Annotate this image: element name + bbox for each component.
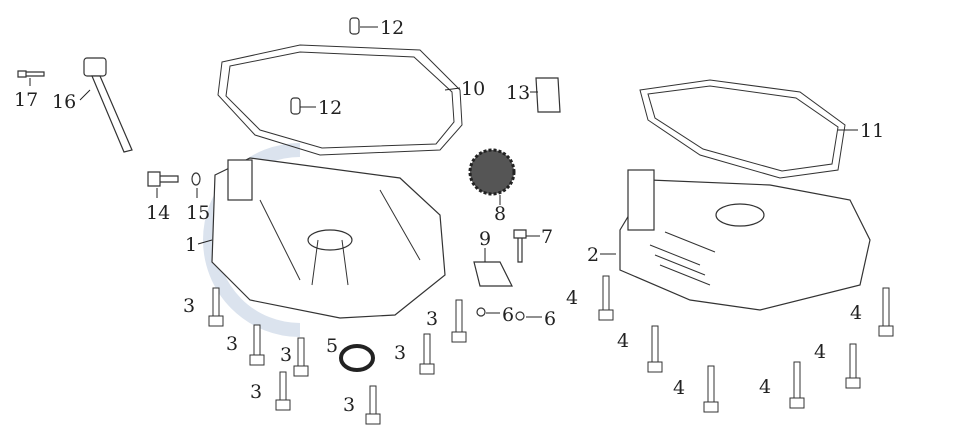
bolt-shaft	[253, 324, 261, 356]
label-5: 5	[326, 335, 338, 357]
label-3-g: 3	[343, 394, 355, 416]
bolt-shaft	[602, 275, 610, 311]
bolt-head	[647, 361, 663, 373]
part-6b	[515, 311, 525, 321]
label-11: 11	[860, 120, 884, 142]
bolt-shaft	[882, 287, 890, 327]
bolt-head	[598, 309, 614, 321]
bolt-head	[365, 413, 381, 425]
oil-seal-5	[339, 344, 375, 372]
pin-12a	[349, 17, 360, 35]
gasket-10-inner	[225, 51, 455, 149]
label-4-d: 4	[759, 376, 771, 398]
label-10: 10	[461, 78, 485, 100]
callout-labels: 17 16 12 10 12 13 11 14 15 1 8 7 9 2 4 3…	[14, 17, 884, 416]
label-4-c: 4	[673, 377, 685, 399]
gasket-11-inner	[647, 85, 839, 172]
label-12-top: 12	[380, 17, 404, 39]
label-9: 9	[479, 228, 491, 250]
gasket-11	[639, 79, 846, 179]
label-3-e: 3	[426, 308, 438, 330]
bolt-shaft	[455, 299, 463, 333]
label-17: 17	[14, 89, 38, 111]
label-4-e: 4	[814, 341, 826, 363]
label-3-c: 3	[280, 344, 292, 366]
label-4-b: 4	[617, 330, 629, 352]
label-8: 8	[494, 203, 506, 225]
label-2: 2	[587, 244, 599, 266]
label-16: 16	[52, 91, 76, 113]
pin-12b	[290, 97, 301, 115]
crankcase-cover-1	[211, 157, 446, 319]
label-15: 15	[186, 202, 210, 224]
label-7: 7	[541, 226, 553, 248]
label-3-d: 3	[394, 342, 406, 364]
bolt-shaft	[297, 337, 305, 367]
bolt-shaft	[212, 287, 220, 317]
bolt-head	[419, 363, 435, 375]
label-6-a: 6	[502, 304, 514, 326]
label-13: 13	[506, 82, 530, 104]
label-3-a: 3	[183, 295, 195, 317]
gasket-10	[217, 44, 463, 156]
bolt-shaft	[849, 343, 857, 379]
bolt-shaft	[707, 365, 715, 403]
bolt-shaft	[651, 325, 659, 363]
crankcase-2	[619, 169, 871, 311]
label-1: 1	[185, 234, 197, 256]
part-6a	[476, 307, 486, 317]
bolt-head	[293, 365, 309, 377]
label-3-b: 3	[226, 333, 238, 355]
bolt-17	[17, 70, 45, 78]
label-6-b: 6	[544, 308, 556, 330]
label-14: 14	[146, 202, 170, 224]
bolt-14	[147, 171, 179, 187]
dipstick-16	[83, 57, 133, 153]
bolt-shaft	[423, 333, 431, 365]
bolt-head	[208, 315, 224, 327]
bolt-head	[878, 325, 894, 337]
gear-8	[468, 148, 516, 196]
bolt-shaft	[279, 371, 287, 401]
label-4-a: 4	[566, 287, 578, 309]
bolt-group	[208, 275, 894, 425]
bolt-head	[451, 331, 467, 343]
leader-lines	[29, 26, 858, 318]
part-9	[473, 261, 513, 287]
part-13	[535, 77, 561, 113]
bolt-head	[845, 377, 861, 389]
bolt-head	[789, 397, 805, 409]
bolt-shaft	[793, 361, 801, 399]
bolt-head	[703, 401, 719, 413]
washer-15	[191, 172, 201, 186]
label-4-f: 4	[850, 302, 862, 324]
bolt-7	[513, 229, 527, 263]
bolt-shaft	[369, 385, 377, 415]
label-12-lower: 12	[318, 97, 342, 119]
bolt-head	[249, 354, 265, 366]
bolt-head	[275, 399, 291, 411]
label-3-f: 3	[250, 381, 262, 403]
